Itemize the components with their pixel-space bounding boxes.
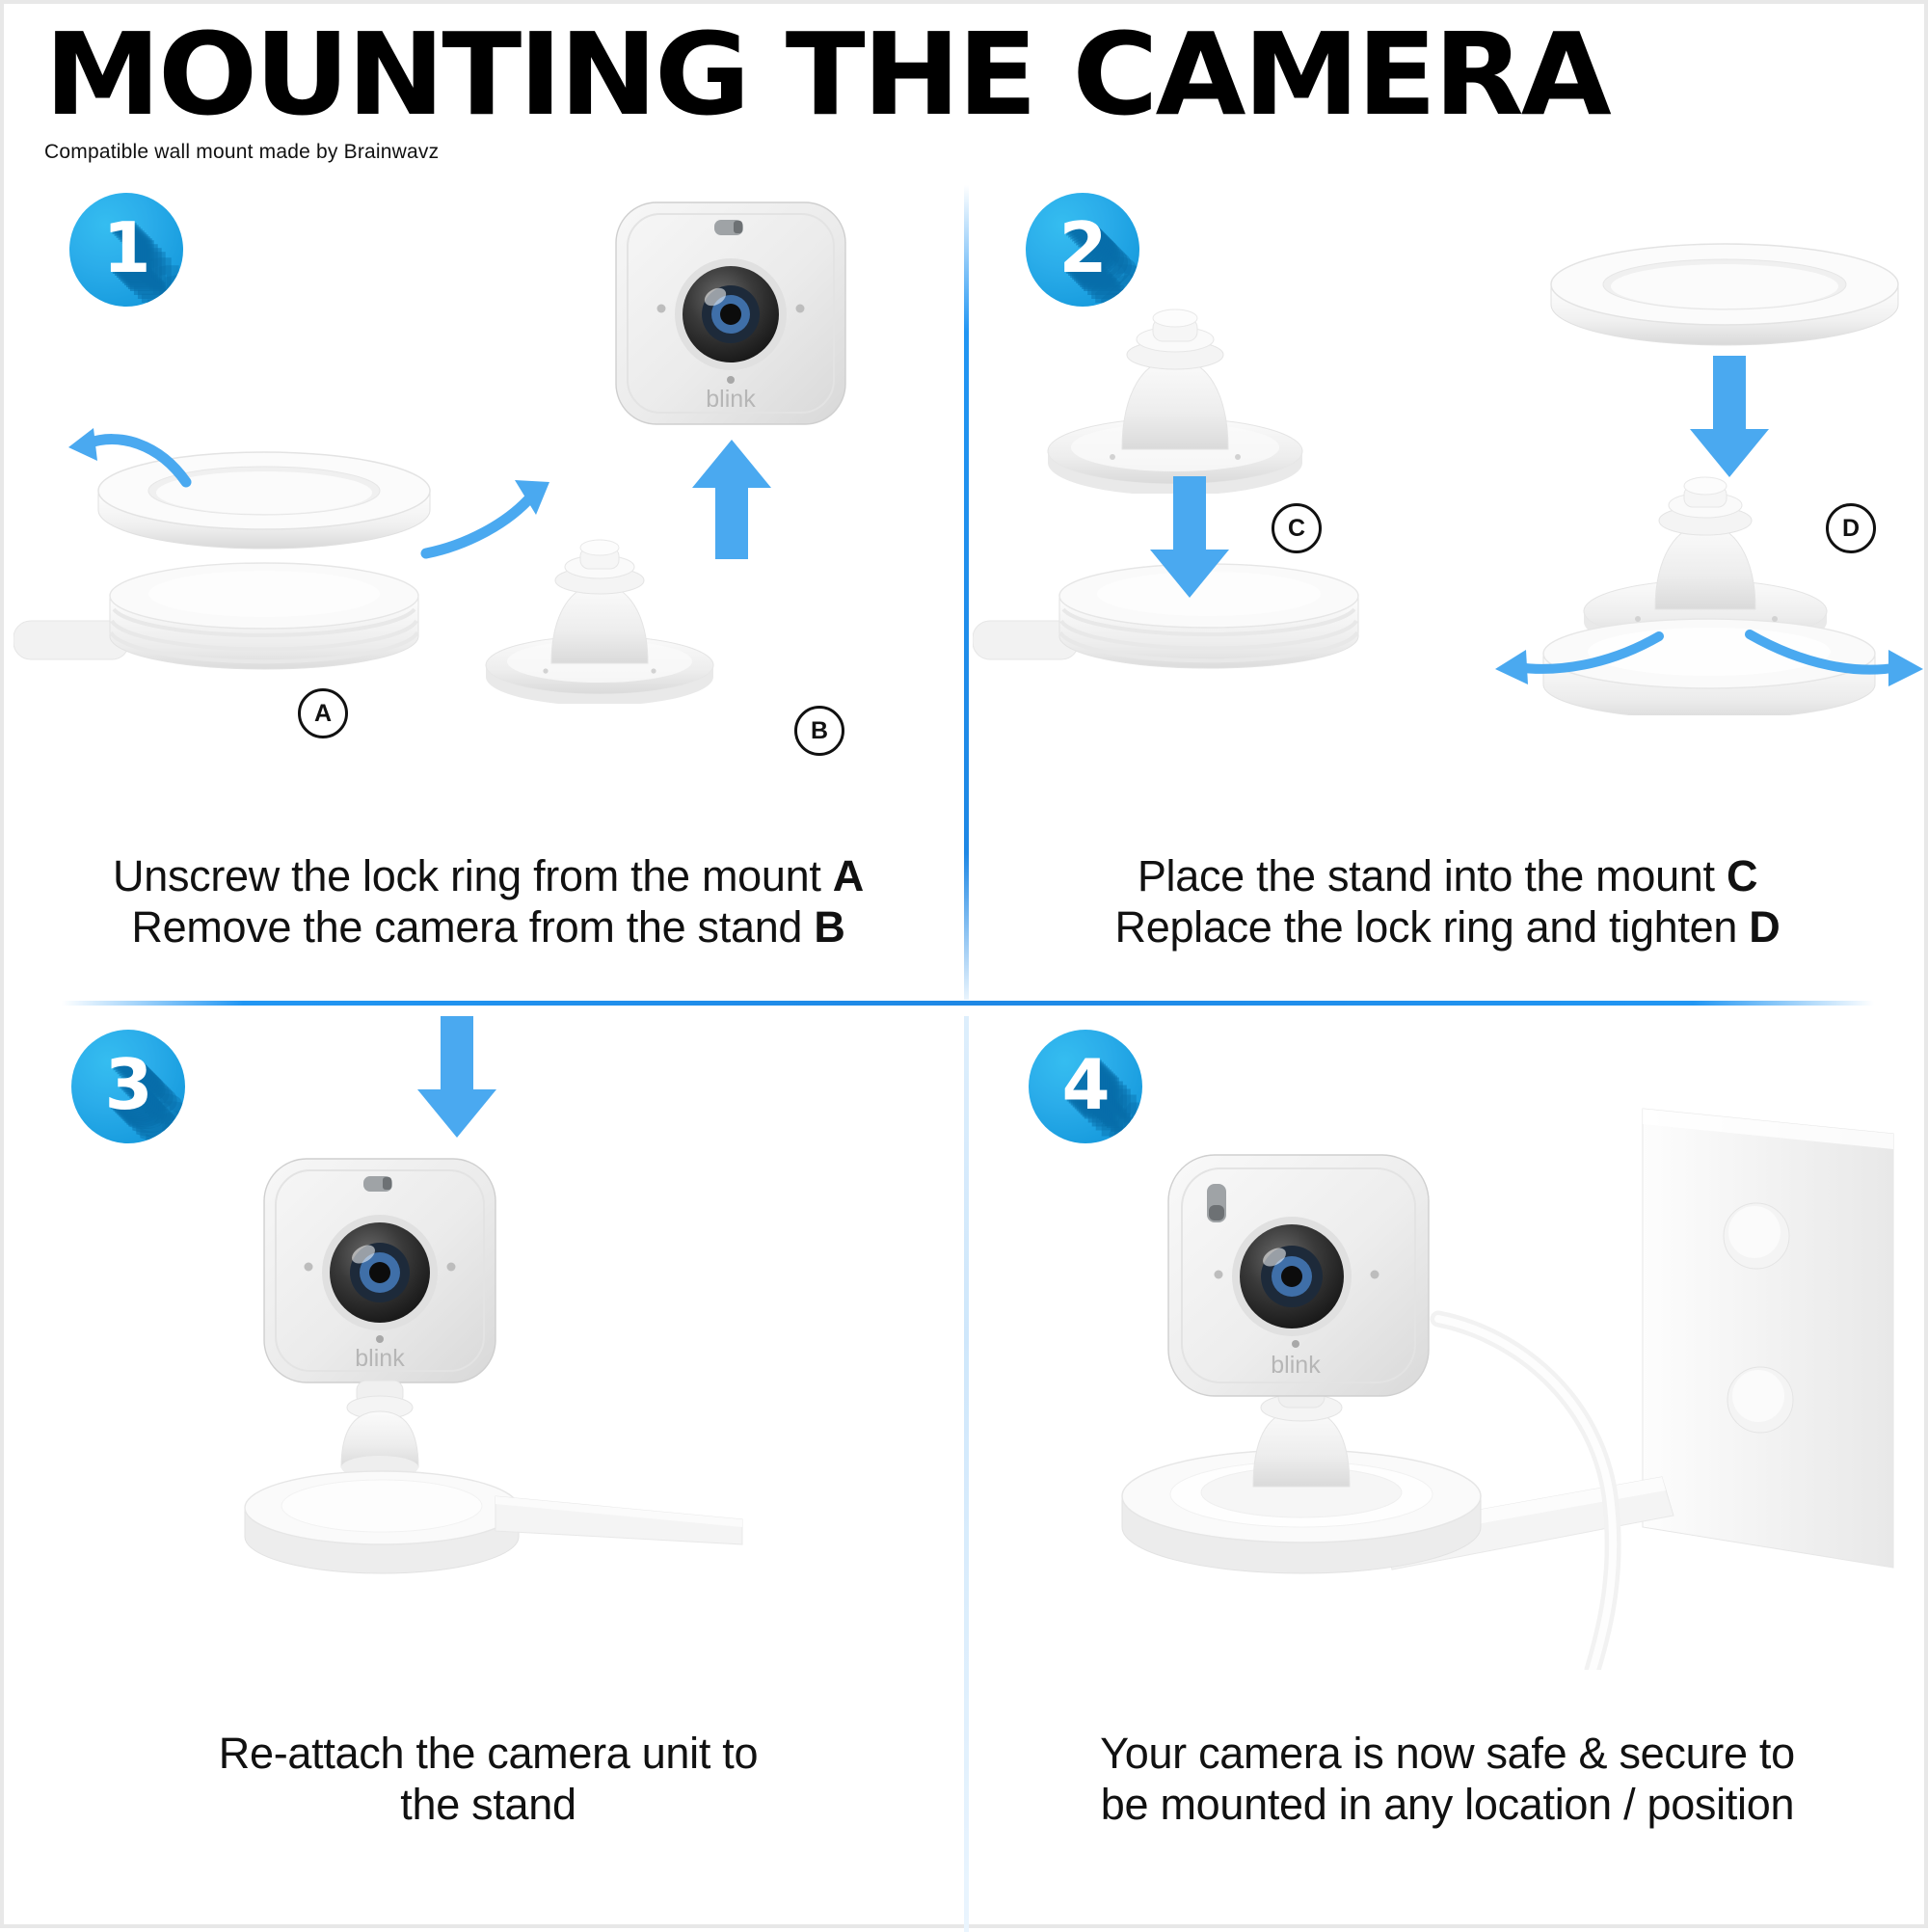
camera-brand-logo-3: blink	[355, 1345, 405, 1372]
camera-stand-step2	[1016, 262, 1334, 494]
page-title: MOUNTING THE CAMERA	[44, 8, 1612, 141]
step-panel-3: 3 3	[13, 1014, 963, 1932]
wall-mount-base-step2	[973, 561, 1435, 686]
step-2-caption-line-2-ref: D	[1749, 902, 1781, 953]
step1-label-b-text: B	[810, 716, 829, 744]
step-2-caption-line-1-ref: C	[1726, 851, 1758, 900]
step1-label-a: A	[298, 688, 348, 738]
step-badge-3-number: 3	[104, 1044, 152, 1125]
step2-label-c-text: C	[1287, 514, 1306, 542]
divider-horizontal	[62, 1001, 1874, 1006]
step-4-caption-line-1: Your camera is now safe & secure to	[1100, 1729, 1795, 1778]
step-badge-2-shadow: 2	[1058, 207, 1107, 288]
step-1-caption-line-1-ref: A	[832, 851, 865, 900]
step-4-caption-line-2: be mounted in any location / position	[1100, 1780, 1795, 1830]
divider-vertical-bottom	[964, 1016, 969, 1932]
step2-label-c: C	[1272, 503, 1322, 553]
arrow-ring-replace	[418, 474, 563, 561]
step-panel-2: 2 2	[973, 185, 1923, 1000]
arrow-camera-remove-up	[688, 438, 775, 563]
step-badge-4-shadow: 4	[1061, 1044, 1110, 1125]
step-3-caption-line-2: the stand	[400, 1780, 576, 1830]
step-2-caption-line-2: Replace the lock ring and tighten D	[973, 901, 1922, 953]
step-badge-4: 4 4	[1029, 1030, 1142, 1143]
page-subtitle: Compatible wall mount made by Brainwavz	[44, 141, 440, 163]
step1-label-b: B	[794, 706, 844, 756]
step-2-caption: Place the stand into the mount C Replace…	[973, 850, 1922, 953]
camera-stand-step1	[457, 492, 746, 704]
camera-brand-logo-4: blink	[1271, 1352, 1321, 1379]
arrow-unscrew-left	[67, 426, 192, 494]
lock-ring-step2	[1541, 241, 1908, 347]
arrow-attach-camera-down	[414, 1014, 500, 1140]
camera-unit-step1: blink	[606, 195, 857, 445]
page-header: MOUNTING THE CAMERA Compatible wall moun…	[44, 17, 1876, 164]
step2-label-d-text: D	[1841, 514, 1861, 542]
arrow-stand-into-mount	[1146, 474, 1233, 600]
camera-assembly-step3: blink	[206, 1149, 746, 1612]
step-badge-2: 2 2	[1026, 193, 1139, 307]
step-badge-3: 3 3	[71, 1030, 185, 1143]
step-badge-4-number: 4	[1061, 1044, 1110, 1125]
step-1-caption-line-2-ref: B	[814, 902, 845, 953]
step-1-caption: Unscrew the lock ring from the mount A R…	[13, 850, 963, 953]
step-3-caption-line-1: Re-attach the camera unit to	[218, 1729, 759, 1778]
step2-label-d: D	[1826, 503, 1876, 553]
steps-grid: 1 1	[4, 185, 1928, 1932]
step-2-caption-line-2-text: Replace the lock ring and tighten	[1114, 902, 1750, 953]
step-badge-1-number: 1	[102, 207, 150, 288]
step-panel-1: 1 1	[13, 185, 963, 1000]
step-2-caption-line-1-text: Place the stand into the mount	[1137, 851, 1727, 900]
arrow-tighten-right	[1744, 617, 1927, 704]
arrow-tighten-left	[1493, 625, 1667, 702]
step-1-caption-line-1: Unscrew the lock ring from the mount A	[13, 850, 963, 901]
wall-mount-base-step1	[13, 561, 495, 686]
step-4-caption: Your camera is now safe & secure to be m…	[973, 1728, 1922, 1830]
step-badge-2-number: 2	[1058, 207, 1107, 288]
step-badge-1-shadow: 1	[102, 207, 150, 288]
step-panel-4: 4 4	[973, 1014, 1922, 1932]
arrow-lockring-replace	[1686, 354, 1773, 479]
step-badge-3-shadow: 3	[104, 1044, 152, 1125]
step-1-caption-line-2-text: Remove the camera from the stand	[131, 902, 815, 953]
step-2-caption-line-1: Place the stand into the mount C	[973, 850, 1922, 901]
step-1-caption-line-1-text: Unscrew the lock ring from the mount	[113, 851, 833, 900]
camera-wall-mounted-step4: blink	[1064, 1091, 1913, 1670]
step-3-caption: Re-attach the camera unit to the stand	[13, 1728, 963, 1830]
step-1-caption-line-2: Remove the camera from the stand B	[13, 901, 963, 953]
camera-brand-logo-1: blink	[706, 386, 756, 413]
divider-vertical-top	[964, 185, 969, 1000]
step1-label-a-text: A	[313, 699, 333, 727]
step-badge-1: 1 1	[69, 193, 183, 307]
